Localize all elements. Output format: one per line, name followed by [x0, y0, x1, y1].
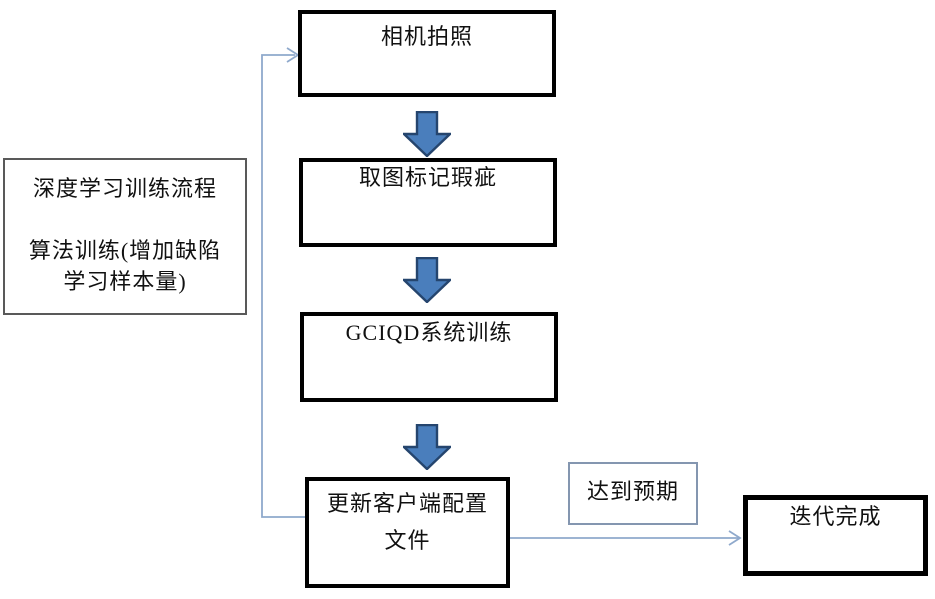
- flow-node-system-training: GCIQD系统训练: [300, 312, 558, 402]
- down-block-arrow-icon: [403, 424, 451, 470]
- feedback-arrowhead-icon: [286, 47, 300, 63]
- down-block-arrow-icon: [403, 257, 451, 303]
- down-block-arrow-icon: [403, 111, 451, 157]
- flow-node-camera: 相机拍照: [298, 10, 556, 97]
- side-note-box: 深度学习训练流程 算法训练(增加缺陷 学习样本量): [3, 158, 247, 315]
- flow-node-mark-defects: 取图标记瑕疵: [299, 158, 557, 247]
- feedback-connector: [261, 54, 305, 518]
- flow-node-iteration-done: 迭代完成: [743, 495, 928, 576]
- flow-node-update-config: 更新客户端配置 文件: [305, 477, 510, 588]
- done-arrowhead-icon: [728, 530, 742, 546]
- edge-condition-label: 达到预期: [568, 462, 698, 525]
